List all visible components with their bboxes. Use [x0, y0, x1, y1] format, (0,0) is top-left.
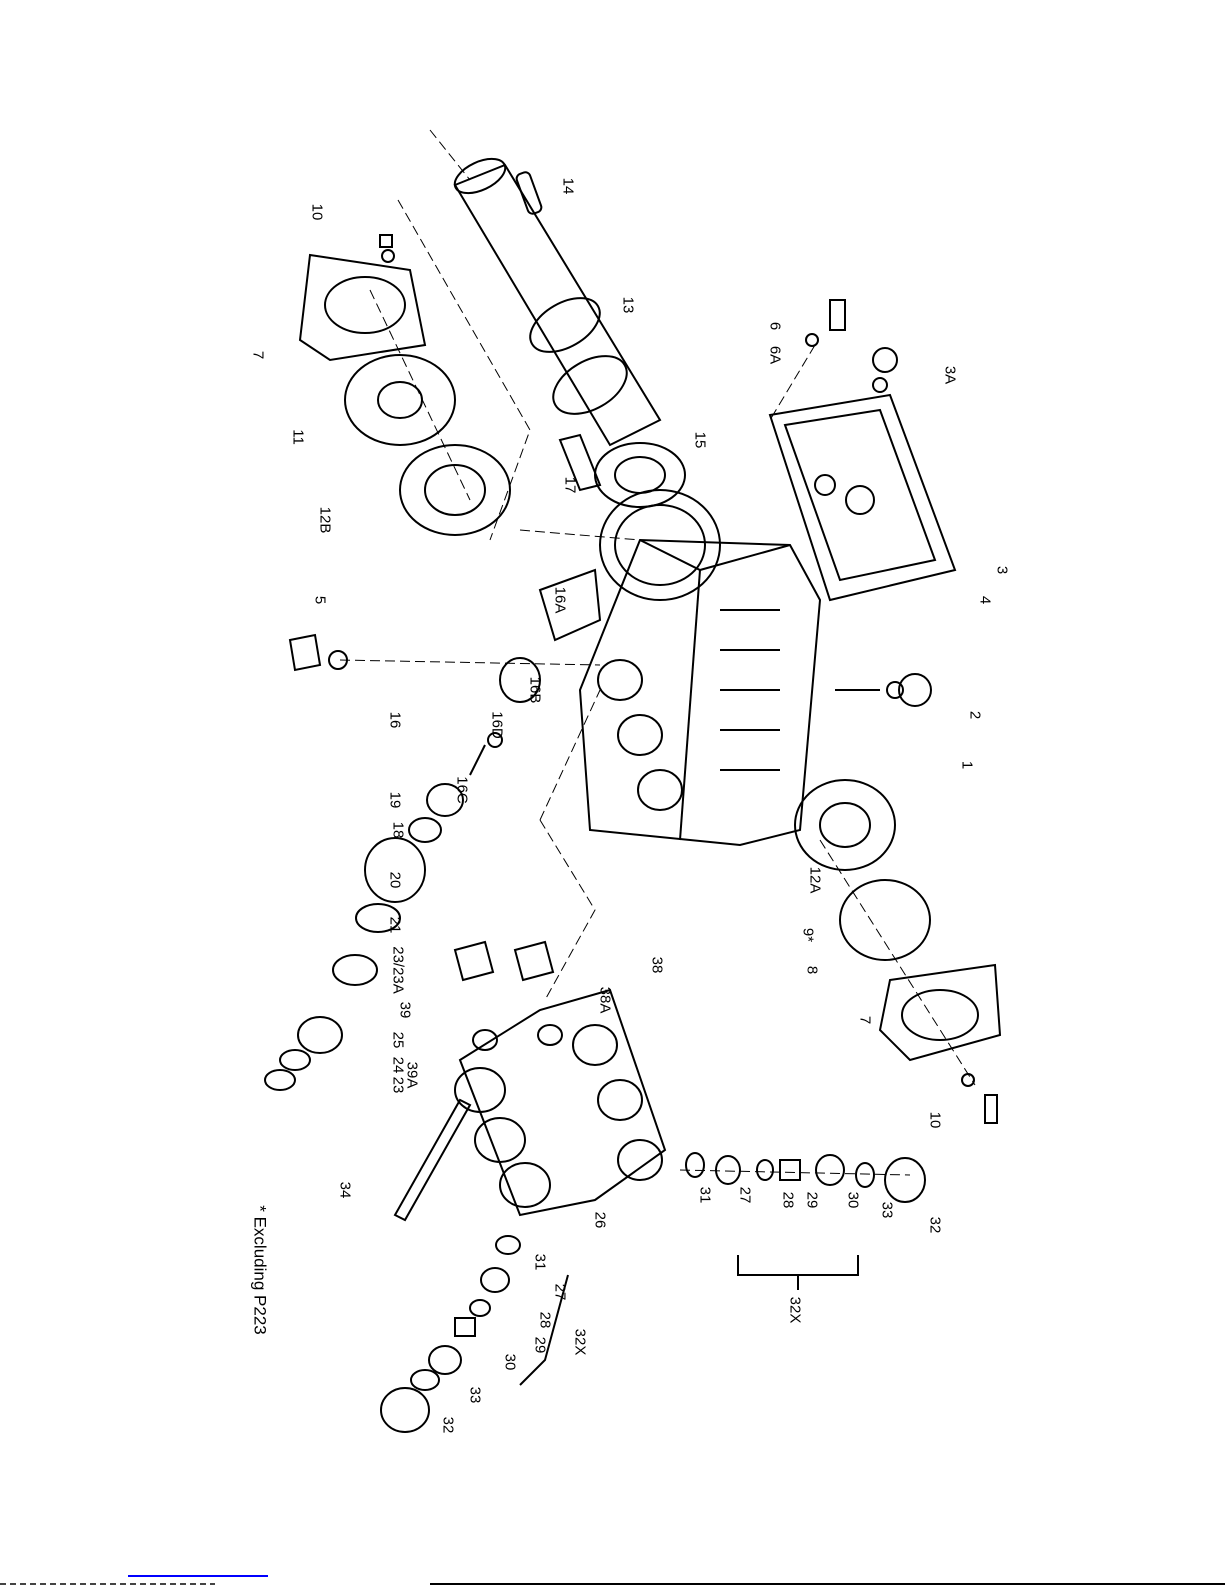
callout-26: 26 [591, 1211, 609, 1229]
callout-16a: 16A [551, 586, 569, 614]
callout-38: 38 [648, 956, 666, 974]
crankshaft [453, 157, 662, 447]
callout-23-23a: 23/23A [389, 946, 407, 994]
callout-32-lower: 32 [439, 1416, 457, 1434]
callout-19: 19 [386, 791, 404, 809]
seal-retainer [426, 783, 464, 817]
callout-3: 3 [993, 565, 1011, 575]
callout-12a: 12A [806, 866, 824, 894]
callout-6: 6 [766, 321, 784, 331]
footer-rule [430, 1583, 1225, 1585]
callout-17: 17 [561, 476, 579, 494]
callout-25: 25 [389, 1031, 407, 1049]
bearing-12a [794, 779, 896, 871]
bearing-cover [839, 879, 931, 961]
callout-30-lower: 30 [501, 1353, 519, 1371]
bearing-12b [399, 444, 511, 536]
callout-16: 16 [386, 711, 404, 729]
callout-10-lower: 10 [926, 1111, 944, 1129]
callout-29-lower: 29 [531, 1336, 549, 1354]
connecting-rod [594, 442, 686, 508]
screw [829, 299, 846, 331]
callout-28-lower: 28 [536, 1311, 554, 1329]
callout-2: 2 [966, 710, 984, 720]
callout-12b: 12B [316, 506, 334, 534]
callout-38a: 38A [596, 986, 614, 1014]
callout-32x: 32X [786, 1296, 804, 1324]
sight-glass [898, 673, 932, 707]
callout-39a: 39A [403, 1061, 421, 1089]
callout-33: 33 [878, 1201, 896, 1219]
callout-6a: 6A [766, 345, 784, 365]
callout-23: 23 [389, 1076, 407, 1094]
key [515, 171, 543, 215]
callout-30: 30 [844, 1191, 862, 1209]
bolt-34 [393, 1098, 472, 1222]
wrist-pin [558, 433, 602, 492]
callout-24: 24 [389, 1056, 407, 1074]
callout-32: 32 [926, 1216, 944, 1234]
plug-5 [288, 633, 322, 672]
callout-11: 11 [289, 429, 307, 445]
oil-filler-plug [872, 347, 898, 373]
footer-link-underline [128, 1575, 268, 1577]
callout-13: 13 [619, 296, 637, 314]
callout-21: 21 [386, 916, 404, 934]
callout-16d: 16D [488, 711, 506, 739]
callout-3a: 3A [941, 365, 959, 385]
callout-10: 10 [308, 203, 326, 221]
callout-9: 9* [799, 927, 817, 943]
rear-cover [768, 393, 957, 602]
callout-8: 8 [803, 965, 821, 975]
flange-cover [298, 253, 427, 362]
callout-33-lower: 33 [466, 1386, 484, 1404]
callout-16c: 16C [453, 776, 471, 804]
footnote-excluding: * Excluding P223 [250, 1205, 270, 1335]
callout-32x-lower: 32X [571, 1328, 589, 1356]
seal-case [364, 837, 426, 903]
callout-4: 4 [976, 595, 994, 605]
crankcase [578, 489, 822, 847]
footer-rule-left [0, 1583, 215, 1585]
assembly-lines [339, 129, 976, 1176]
valve-assembly-right [685, 1152, 926, 1203]
callout-15: 15 [691, 431, 709, 449]
plunger [538, 568, 602, 642]
callout-29: 29 [803, 1191, 821, 1209]
callout-16b: 16B [526, 676, 544, 704]
callout-28: 28 [779, 1191, 797, 1209]
callout-27: 27 [736, 1186, 754, 1204]
callout-7-lower: 7 [856, 1015, 874, 1025]
plug-38 [513, 940, 555, 982]
valve-assembly-lower [380, 1235, 521, 1433]
callout-39: 39 [396, 1001, 414, 1019]
manifold-head [454, 988, 667, 1217]
plunger-sleeve [499, 657, 541, 703]
oil-seal [344, 354, 456, 446]
callout-31-lower: 31 [531, 1253, 549, 1271]
callout-31: 31 [696, 1186, 714, 1204]
flange-cover-lower [878, 963, 1002, 1062]
callout-34: 34 [336, 1181, 354, 1199]
callout-14: 14 [559, 177, 577, 195]
callout-18: 18 [389, 821, 407, 839]
callout-27-lower: 27 [551, 1283, 569, 1301]
plug-39 [453, 940, 495, 982]
callout-5: 5 [311, 595, 329, 605]
bolt [379, 234, 393, 248]
callout-20: 20 [386, 871, 404, 889]
callout-7: 7 [249, 350, 267, 360]
callout-1: 1 [958, 760, 976, 770]
